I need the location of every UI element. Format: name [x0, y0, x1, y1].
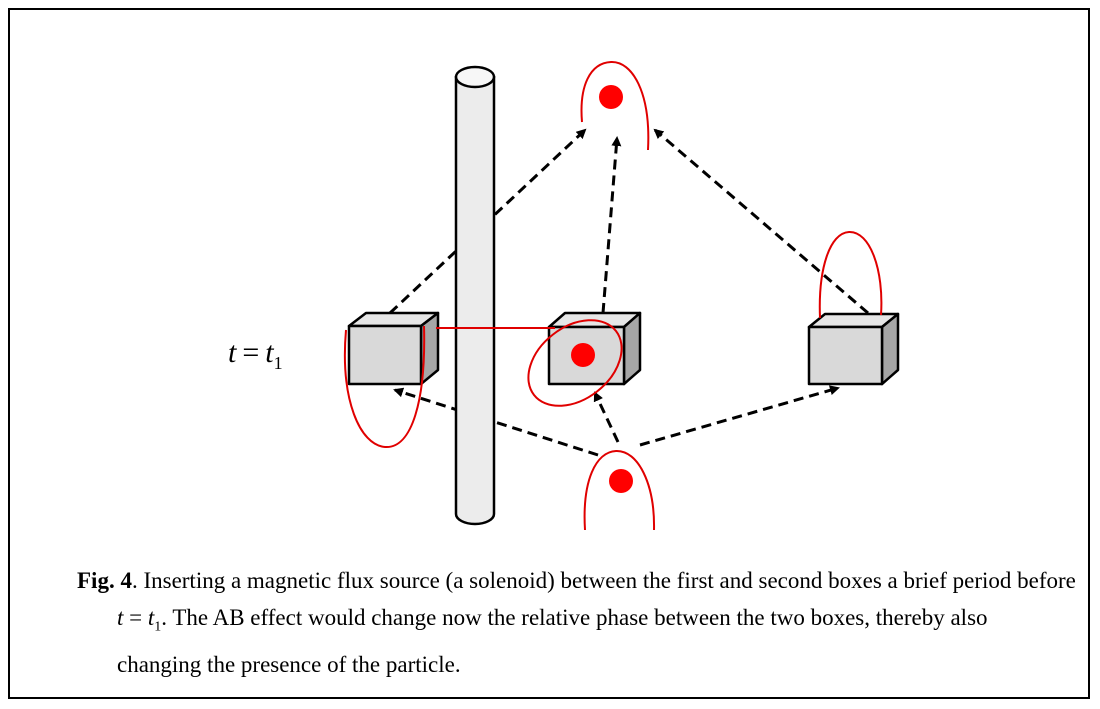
wavefront-box-middle — [527, 319, 623, 407]
caption-math-op: = — [123, 605, 148, 630]
time-label-equals: = — [242, 336, 260, 369]
arrow-box-right-to-target — [653, 128, 869, 315]
particle-target — [599, 85, 623, 109]
particle-box-middle — [571, 343, 595, 367]
wavefront-source — [583, 449, 656, 531]
wavefront-target — [580, 60, 650, 151]
arrow-source-to-box-middle — [593, 391, 620, 443]
solenoid — [454, 65, 496, 526]
solenoid-top — [454, 65, 496, 89]
time-label: t=t1 — [228, 336, 283, 374]
time-label-t1: t — [265, 336, 274, 369]
figure-caption: Fig. 4. Inserting a magnetic flux source… — [77, 562, 1077, 683]
box-middle — [547, 311, 642, 386]
caption-fig-label: Fig. 4 — [77, 568, 132, 593]
time-label-subscript: 1 — [273, 353, 283, 373]
box-right-front — [807, 325, 884, 386]
particle-source — [609, 469, 633, 493]
box-right-side — [880, 312, 900, 386]
arrow-box-middle-to-target — [601, 136, 622, 314]
box-left — [347, 311, 440, 386]
box-middle-side — [622, 311, 642, 386]
arrow-source-to-box-left — [393, 387, 599, 457]
wavefront-box-right — [818, 230, 883, 319]
time-label-t: t — [228, 336, 237, 369]
caption-math-t: t — [117, 605, 124, 630]
caption-text-2: . The AB effect would change now the rel… — [117, 605, 988, 677]
box-left-front — [347, 324, 423, 386]
wavefronts — [344, 60, 883, 531]
particles — [571, 85, 633, 493]
caption-text-1: . Inserting a magnetic flux source (a so… — [131, 568, 1076, 593]
arrow-source-to-box-right — [639, 385, 840, 447]
caption-math: t = t1 — [117, 605, 161, 635]
wavefront-box-left — [344, 325, 426, 449]
box-right — [807, 312, 900, 386]
caption-math-t1: t — [147, 605, 155, 630]
caption-math-sub: 1 — [154, 619, 162, 635]
solenoid-body — [454, 75, 496, 526]
